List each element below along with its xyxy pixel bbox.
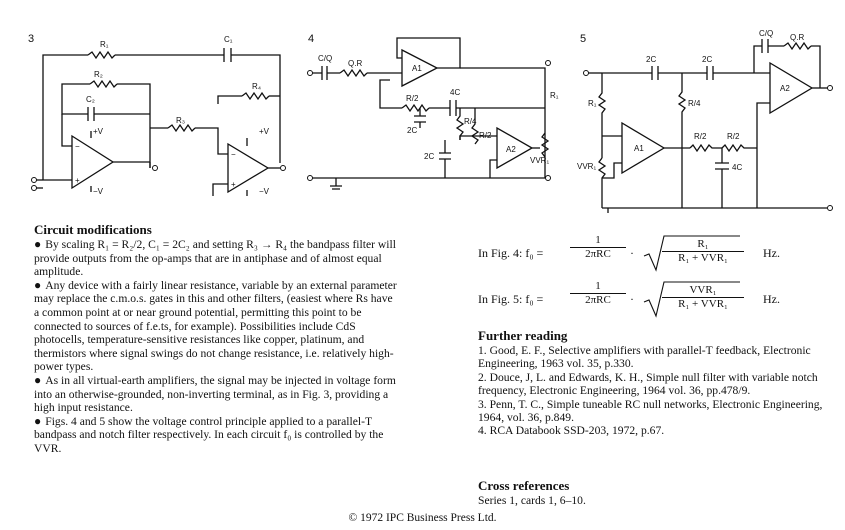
modification-item: ●As in all virtual-earth amplifiers, the…: [34, 372, 396, 415]
fig4-a1: A1: [412, 64, 422, 73]
fig5-vvr: VVR₁: [577, 162, 596, 171]
fig3-plus2: +: [231, 180, 236, 189]
fig5-r1: R₁: [588, 99, 597, 108]
figure-4-schematic: 4 C/Q Q.R A1 R/2 4C R/4 2C R/2 2C A2 R₁ …: [300, 33, 559, 210]
root-denominator: R₁ + VVR₁: [678, 298, 728, 310]
sqrt-icon: [643, 281, 740, 318]
fig3-r3: R₃: [176, 116, 185, 125]
root-numerator: VVR₁: [662, 284, 744, 298]
fig3-nv2: −V: [259, 187, 270, 196]
fig5-cq: C/Q: [759, 29, 773, 38]
fig3-r4: R₄: [252, 82, 261, 91]
formula-unit: Hz.: [763, 246, 780, 260]
fig4-number: 4: [308, 33, 314, 45]
cross-references-text: Series 1, cards 1, 6–10.: [478, 494, 586, 507]
formula-prefix: In Fig. 4: f₀ =: [478, 246, 544, 260]
fig4-qr: Q.R: [348, 59, 362, 68]
sqrt-icon: [643, 235, 740, 272]
fig5-qr: Q.R: [790, 33, 804, 42]
bullet-icon: ●: [34, 237, 42, 251]
fig5-r4: R/4: [688, 99, 701, 108]
cross-references-section: Cross references Series 1, cards 1, 6–10…: [478, 478, 778, 507]
fig3-nv1: −V: [93, 187, 104, 196]
figure-5-schematic: 5 C/Q Q.R 2C 2C R₁ R/4 A2 A1 VVR₁ R/2 R/…: [577, 29, 840, 213]
formula-dot: ·: [630, 246, 634, 260]
fig4-c4: 4C: [450, 88, 460, 97]
modification-item: ●Figs. 4 and 5 show the voltage control …: [34, 413, 384, 455]
reference-item: 2. Douce, J, L. and Edwards, K. H., Simp…: [478, 370, 818, 398]
reference-item: 3. Penn, T. C., Simple tuneable RC null …: [478, 397, 823, 425]
reference-item: 1. Good, E. F., Selective amplifiers wit…: [478, 344, 811, 371]
fig4-r1: R₁: [550, 91, 559, 100]
modifications-heading: Circuit modifications: [34, 222, 152, 237]
bullet-icon: ●: [34, 277, 42, 292]
formula-prefix: In Fig. 5: f₀ =: [478, 292, 544, 306]
copyright-line: © 1972 IPC Business Press Ltd.: [348, 512, 497, 524]
fig4-r2: R/2: [406, 94, 419, 103]
fig5-c4: 4C: [732, 163, 742, 172]
fig3-r2: R₂: [94, 70, 103, 79]
cross-references-heading: Cross references: [478, 478, 570, 493]
formula-fig5: In Fig. 5: f₀ = 1 2πRC · VVR₁ R₁ + VVR₁ …: [478, 280, 798, 320]
fig3-pv1: +V: [93, 127, 104, 136]
root-numerator: R₁: [662, 238, 744, 252]
fig3-minus1: −: [75, 142, 80, 151]
modification-item: ●By scaling R₁ = R₂/2, C₁ = 2C₂ and sett…: [34, 237, 396, 279]
reference-item: 4. RCA Databook SSD-203, 1972, p.67.: [478, 424, 665, 438]
figure-3-schematic: 3 R₁ C₁ R₂ C₂ R₃ R₄ +V −V +V −V − + − +: [28, 33, 293, 196]
modification-item: ●Any device with a fairly linear resista…: [34, 277, 397, 374]
fig4-a2: A2: [506, 145, 516, 154]
fig3-pv2: +V: [259, 127, 270, 136]
fig3-c2: C₂: [86, 95, 95, 104]
root-denominator: R₁ + VVR₁: [678, 252, 728, 264]
fig3-minus2: −: [231, 150, 236, 159]
fig5-a1: A1: [634, 144, 644, 153]
fig3-number: 3: [28, 33, 34, 45]
bullet-icon: ●: [34, 413, 42, 428]
fig3-plus1: +: [75, 176, 80, 185]
fig3-c1: C₁: [224, 35, 233, 44]
fig5-r2a: R/2: [694, 132, 707, 141]
further-reading-heading: Further reading: [478, 328, 568, 343]
fig5-c2a: 2C: [646, 55, 656, 64]
fig5-c2b: 2C: [702, 55, 712, 64]
fig3-r1: R₁: [100, 40, 109, 49]
formula-denominator: 2πRC: [585, 294, 611, 306]
fig5-number: 5: [580, 33, 586, 45]
fig4-r4: R/4: [464, 117, 477, 126]
formula-unit: Hz.: [763, 292, 780, 306]
fig4-r2b: R/2: [479, 131, 492, 140]
fig4-c2a: 2C: [407, 126, 417, 135]
fig5-r2b: R/2: [727, 132, 740, 141]
fig4-vvr: VVR₁: [530, 156, 549, 165]
formula-denominator: 2πRC: [585, 248, 611, 260]
fig4-c2b: 2C: [424, 152, 434, 161]
further-reading-section: Further reading 1. Good, E. F., Selectiv…: [478, 328, 840, 438]
formula-numerator: 1: [570, 280, 626, 294]
circuit-modifications-section: Circuit modifications ●By scaling R₁ = R…: [34, 222, 398, 456]
formula-dot: ·: [630, 292, 634, 306]
formula-fig4: In Fig. 4: f₀ = 1 2πRC · R₁ R₁ + VVR₁ Hz…: [478, 234, 798, 274]
bullet-icon: ●: [34, 372, 42, 387]
fig5-a2: A2: [780, 84, 790, 93]
fig4-cq: C/Q: [318, 54, 332, 63]
formula-numerator: 1: [570, 234, 626, 248]
